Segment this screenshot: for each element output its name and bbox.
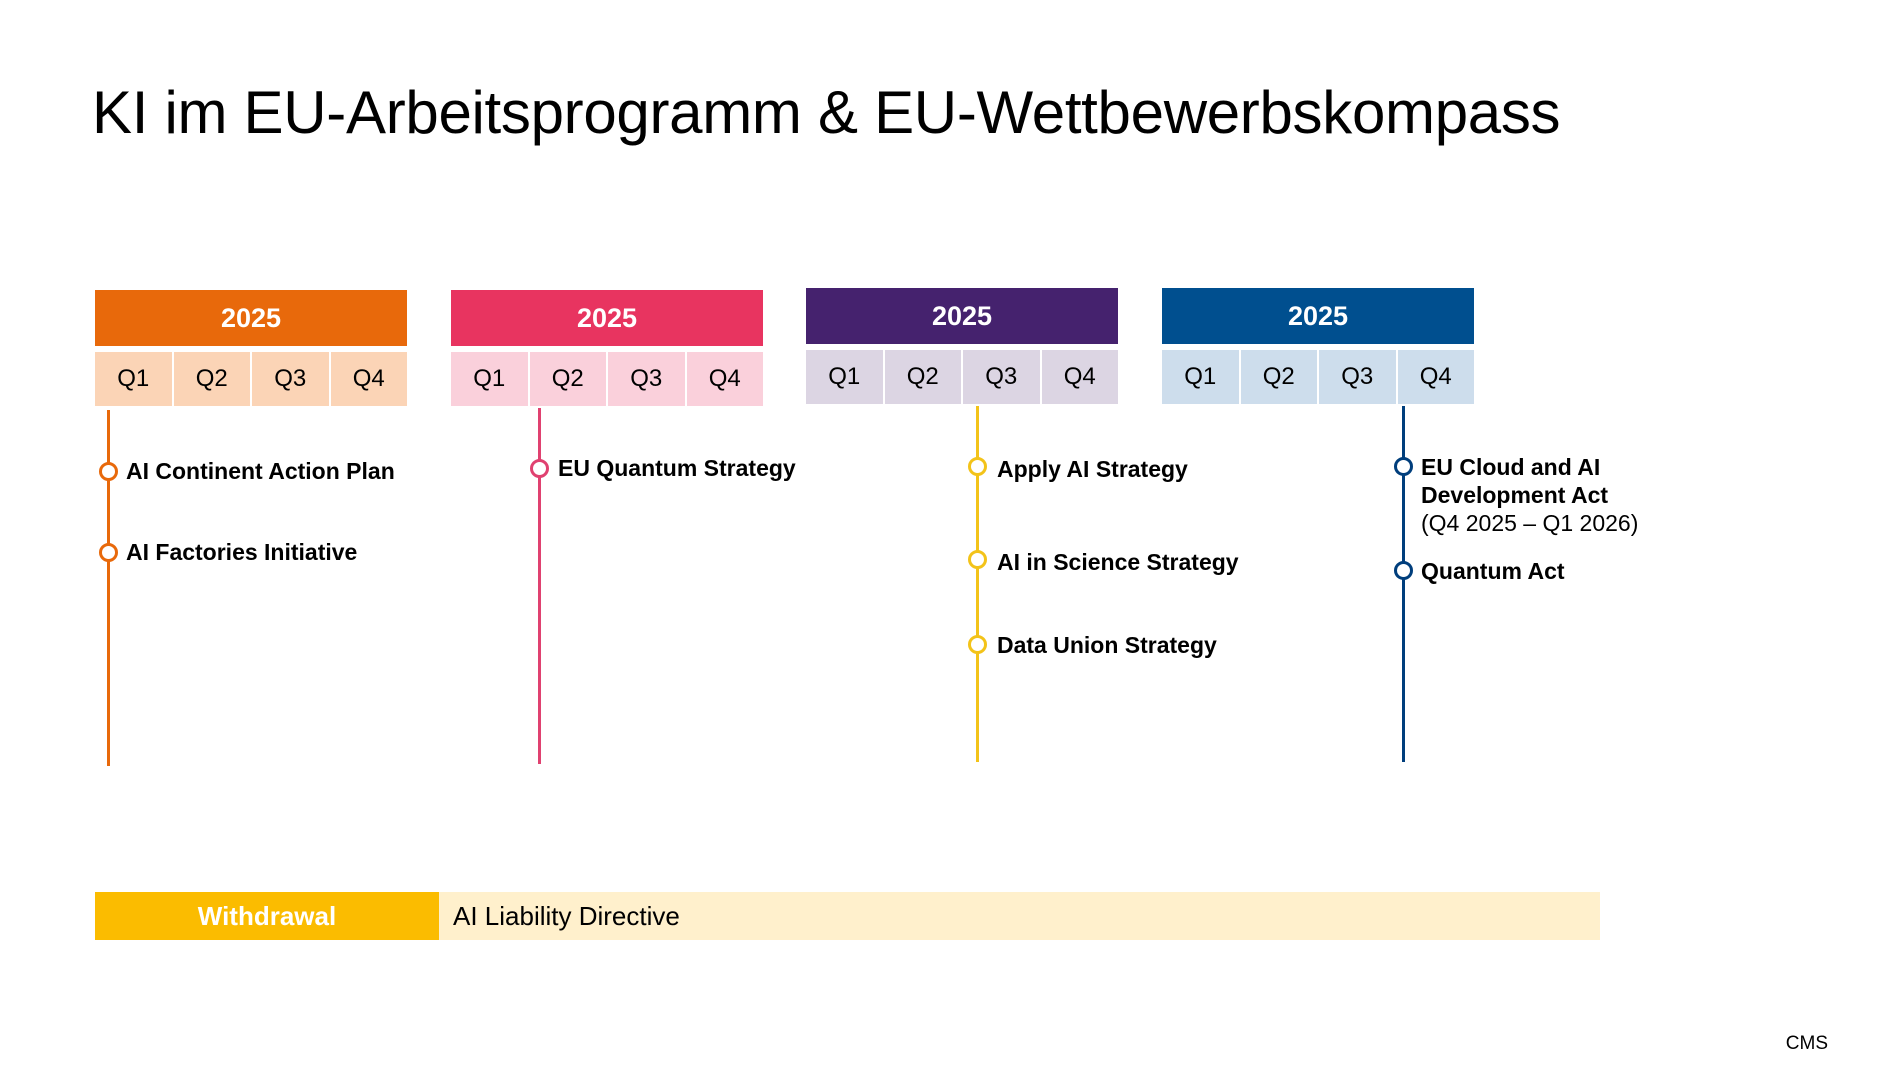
quarter-q3: Q3 xyxy=(963,350,1040,404)
year-header: 2025 xyxy=(1162,288,1474,344)
footer-logo-text: CMS xyxy=(1785,1033,1828,1054)
milestone-marker xyxy=(99,462,118,481)
milestone-marker xyxy=(968,457,987,476)
quarter-q1: Q1 xyxy=(95,352,172,406)
quarter-q4: Q4 xyxy=(330,352,407,406)
quarter-q2: Q2 xyxy=(1240,350,1317,404)
milestone-marker xyxy=(968,635,987,654)
withdrawal-tag: Withdrawal xyxy=(95,892,439,940)
quarter-q4: Q4 xyxy=(686,352,763,406)
milestone-marker xyxy=(1394,561,1413,580)
timeline-line-4 xyxy=(1402,406,1405,762)
year-header: 2025 xyxy=(806,288,1118,344)
quarter-row: Q1 Q2 Q3 Q4 xyxy=(1162,350,1474,404)
milestone-marker xyxy=(530,459,549,478)
milestone-marker xyxy=(968,550,987,569)
milestone-marker xyxy=(1394,457,1413,476)
milestone-quantum-act: Quantum Act xyxy=(1421,558,1565,584)
quarter-q2: Q2 xyxy=(529,352,606,406)
milestone-eu-quantum-strategy: EU Quantum Strategy xyxy=(558,455,796,481)
milestone-ai-in-science-strategy: AI in Science Strategy xyxy=(997,549,1239,575)
quarter-q1: Q1 xyxy=(451,352,528,406)
withdrawal-bar: Withdrawal AI Liability Directive xyxy=(95,892,1600,940)
quarter-row: Q1 Q2 Q3 Q4 xyxy=(806,350,1118,404)
milestone-apply-ai-strategy: Apply AI Strategy xyxy=(997,456,1188,482)
quarter-q3: Q3 xyxy=(1319,350,1396,404)
quarter-row: Q1 Q2 Q3 Q4 xyxy=(95,352,407,406)
milestone-ai-factories-initiative: AI Factories Initiative xyxy=(126,539,358,565)
quarter-row: Q1 Q2 Q3 Q4 xyxy=(451,352,763,406)
year-header: 2025 xyxy=(95,290,407,346)
quarter-q4: Q4 xyxy=(1397,350,1474,404)
quarter-q2: Q2 xyxy=(884,350,961,404)
quarter-q2: Q2 xyxy=(173,352,250,406)
quarter-q1: Q1 xyxy=(806,350,883,404)
page-title: KI im EU-Arbeitsprogramm & EU-Wettbewerb… xyxy=(92,79,1561,146)
quarter-q4: Q4 xyxy=(1041,350,1118,404)
quarter-q3: Q3 xyxy=(252,352,329,406)
timeline-group-2: 2025 Q1 Q2 Q3 Q4 xyxy=(451,290,763,406)
timeline-group-4: 2025 Q1 Q2 Q3 Q4 xyxy=(1162,288,1474,404)
milestone-data-union-strategy: Data Union Strategy xyxy=(997,632,1217,658)
timeline-group-3: 2025 Q1 Q2 Q3 Q4 xyxy=(806,288,1118,404)
timeline-group-1: 2025 Q1 Q2 Q3 Q4 xyxy=(95,290,407,406)
timeline-line-1 xyxy=(107,410,110,766)
timeline-line-3 xyxy=(976,406,979,762)
milestone-eu-cloud-and-ai-development-act: EU Cloud and AI Development Act (Q4 2025… xyxy=(1421,454,1639,536)
withdrawal-item: AI Liability Directive xyxy=(453,900,680,931)
milestone-marker xyxy=(99,543,118,562)
milestone-ai-continent-action-plan: AI Continent Action Plan xyxy=(126,458,395,484)
timeline-line-2 xyxy=(538,408,541,764)
quarter-q1: Q1 xyxy=(1162,350,1239,404)
year-header: 2025 xyxy=(451,290,763,346)
quarter-q3: Q3 xyxy=(608,352,685,406)
